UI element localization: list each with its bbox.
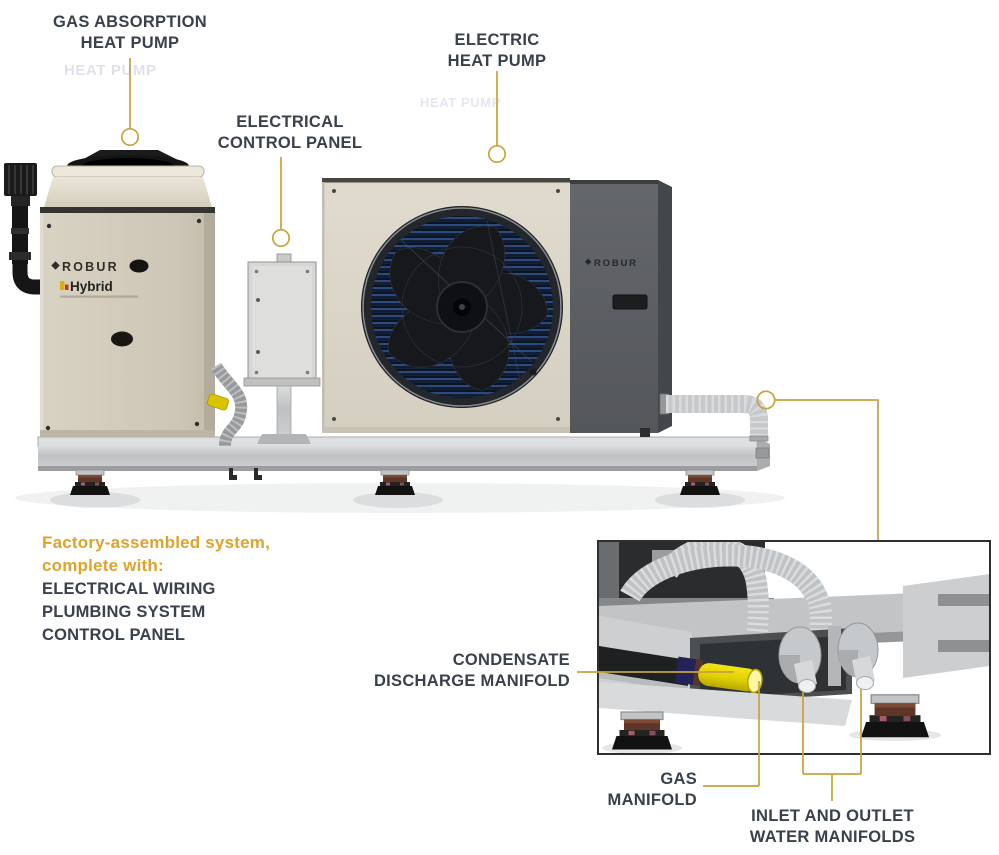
hybrid-logo-text: Hybrid [70, 279, 113, 294]
gas-absorption-heat-pump-illustration: ROBUR Hybrid [4, 150, 215, 437]
inset-border [597, 540, 991, 755]
callout-label-electrical-control-panel: ELECTRICAL CONTROL PANEL [217, 113, 363, 152]
ground-shadow [15, 483, 785, 513]
features-block: Factory-assembled system, complete with:… [42, 531, 342, 647]
detail-inset [597, 540, 991, 755]
callout-label-gas-manifold: GAS MANIFOLD [607, 770, 697, 809]
robur-logo-left: ROBUR [51, 260, 119, 274]
robur-logo-right: ROBUR [585, 258, 638, 269]
callout-lines [120, 58, 879, 801]
hybrid-logo: Hybrid [60, 279, 138, 298]
base-frame [37, 436, 770, 496]
robur-logo-left-text: ROBUR [62, 260, 119, 274]
inset-ducts [620, 542, 832, 640]
outlet-pipe [659, 393, 769, 442]
inset-water-pipes [778, 622, 879, 693]
inset-gas-pipe [674, 656, 763, 694]
ghost-text: HEAT PUMP [420, 95, 501, 110]
callout-label-gas-absorption-heat-pump: GAS ABSORPTION HEAT PUMP [53, 13, 207, 52]
ghost-text: HEAT PUMP [64, 62, 157, 79]
features-item: PLUMBING SYSTEM [42, 603, 206, 621]
features-title: Factory-assembled system, complete with: [42, 533, 270, 575]
callout-label-electric-heat-pump: ELECTRIC HEAT PUMP [447, 31, 547, 70]
callout-label-water-manifolds: INLET AND OUTLET WATER MANIFOLDS [749, 807, 916, 846]
flue-pipe [4, 163, 50, 295]
hybrid-tagline [60, 295, 138, 298]
callout-label-condensate-discharge-manifold: CONDENSATE DISCHARGE MANIFOLD [373, 651, 570, 690]
electrical-control-panel-illustration [243, 253, 321, 444]
electric-heat-pump-illustration: ROBUR [322, 178, 769, 442]
flexible-duct [207, 362, 248, 447]
robur-logo-right-text: ROBUR [594, 258, 638, 269]
electric-fan [361, 206, 563, 408]
features-item: ELECTRICAL WIRING [42, 580, 216, 598]
features-item: CONTROL PANEL [42, 626, 186, 644]
